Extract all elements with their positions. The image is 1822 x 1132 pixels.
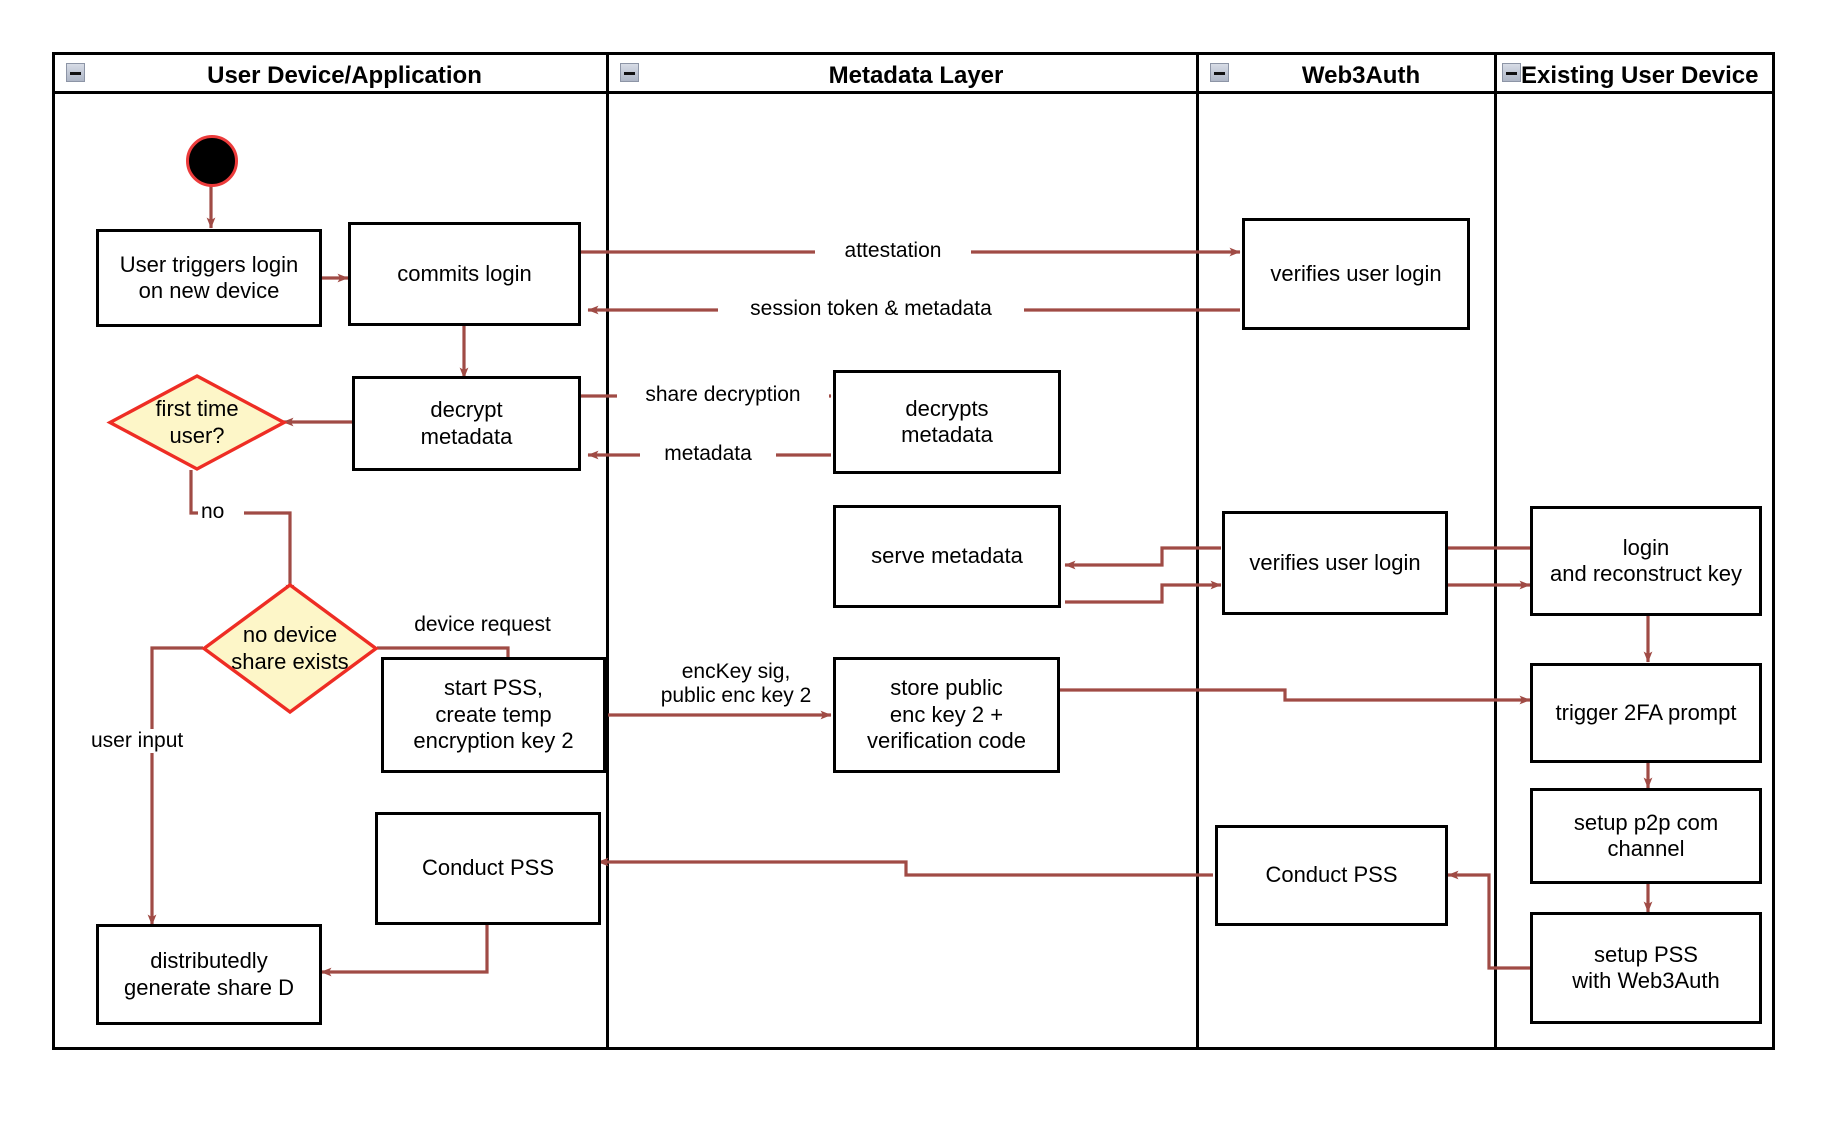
node-setup-p2p-com-channel[interactable]: setup p2p com channel [1530,788,1762,884]
lane-divider-2 [1196,52,1199,1050]
lane-title-existing-user-device: Existing User Device [1521,62,1759,89]
node-trigger-2fa-prompt[interactable]: trigger 2FA prompt [1530,663,1762,763]
lane-divider-3 [1494,52,1497,1050]
node-decrypts-metadata[interactable]: decrypts metadata [833,370,1061,474]
node-verifies-user-login-2[interactable]: verifies user login [1222,511,1448,615]
lane-header-rule [52,91,1775,94]
node-first-time-user[interactable]: first time user? [106,374,288,471]
lane-title-web3auth: Web3Auth [1301,62,1421,89]
lane-title-user-device: User Device/Application [207,62,482,89]
node-commits-login[interactable]: commits login [348,222,581,326]
swimlane-frame [52,52,1775,1050]
node-no-device-share-exists[interactable]: no device share exists [201,582,379,715]
node-verifies-user-login-1[interactable]: verifies user login [1242,218,1470,330]
edge-label-attestation: attestation [815,239,971,264]
diamond-shape [201,582,379,715]
node-store-public-enc-key[interactable]: store public enc key 2 + verification co… [833,657,1060,773]
diamond-shape [106,374,288,471]
collapse-icon-user-device[interactable] [66,63,85,82]
node-no-device-share-exists-label: no device share exists [231,622,349,674]
lane-title-metadata-layer: Metadata Layer [828,62,1004,89]
node-conduct-pss-web3auth[interactable]: Conduct PSS [1215,825,1448,926]
node-login-and-reconstruct-key[interactable]: login and reconstruct key [1530,506,1762,616]
edge-label-enckey-sig: encKey sig, public enc key 2 [640,660,832,709]
collapse-icon-existing-user-device[interactable] [1502,63,1521,82]
node-serve-metadata[interactable]: serve metadata [833,505,1061,608]
node-setup-pss-with-web3auth[interactable]: setup PSS with Web3Auth [1530,912,1762,1024]
node-user-triggers-login[interactable]: User triggers login on new device [96,229,322,327]
node-first-time-user-label: first time user? [155,396,239,448]
node-distributedly-generate-share-d[interactable]: distributedly generate share D [96,924,322,1025]
start-node [186,135,238,187]
edge-label-device-request: device request [392,613,573,638]
edge-label-user-input: user input [88,729,218,754]
node-decrypt-metadata[interactable]: decrypt metadata [352,376,581,471]
edge-label-metadata: metadata [640,442,776,467]
edge-label-session-token-metadata: session token & metadata [718,297,1024,322]
node-conduct-pss-user[interactable]: Conduct PSS [375,812,601,925]
edge-label-share-decryption: share decryption [617,383,829,408]
node-start-pss-create-temp-key[interactable]: start PSS, create temp encryption key 2 [381,657,606,773]
collapse-icon-web3auth[interactable] [1210,63,1229,82]
lane-divider-1 [606,52,609,1050]
edge-label-no: no [198,500,244,525]
collapse-icon-metadata-layer[interactable] [620,63,639,82]
